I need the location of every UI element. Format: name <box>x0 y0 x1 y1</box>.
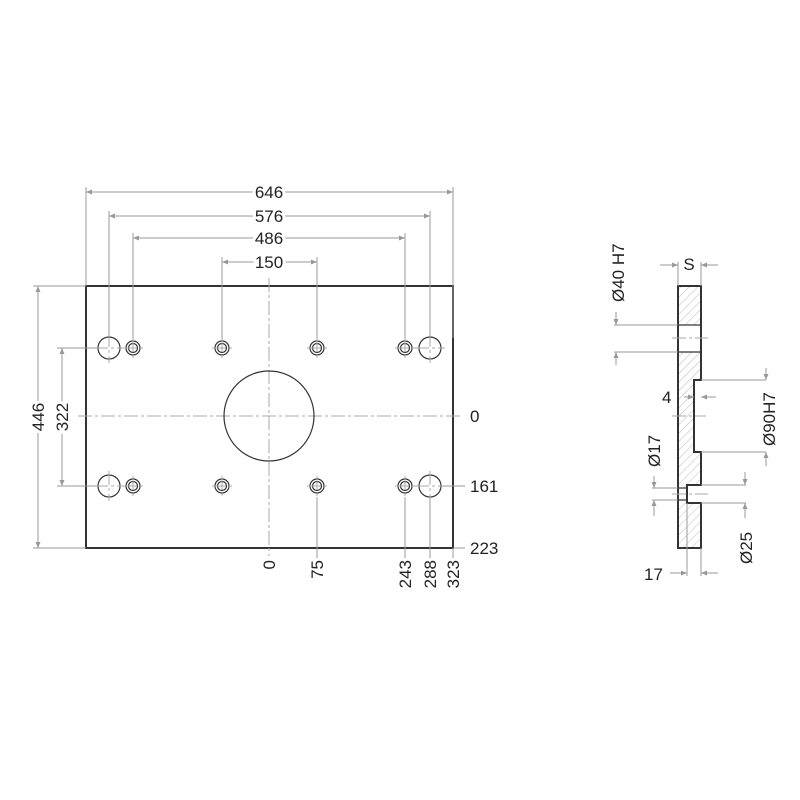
counterbore-depth-label: 17 <box>644 565 663 584</box>
arrowhead <box>672 262 678 268</box>
dim-322: 322 <box>53 403 72 431</box>
arrowhead <box>651 500 657 506</box>
x-coord-288: 288 <box>421 560 440 588</box>
front-view <box>33 187 465 558</box>
arrowhead <box>763 452 769 458</box>
dim-446: 446 <box>29 403 48 431</box>
arrowhead <box>35 286 41 292</box>
x-coord-323: 323 <box>444 560 463 588</box>
x-coord-75: 75 <box>308 560 327 579</box>
recess-depth-label: 4 <box>662 388 671 407</box>
dim-576: 576 <box>255 207 283 226</box>
dim-150: 150 <box>255 253 283 272</box>
arrowhead <box>688 394 694 400</box>
arrowhead <box>613 319 619 325</box>
arrowhead <box>424 213 430 219</box>
hole-17-label: Ø17 <box>645 435 664 467</box>
arrowhead <box>133 235 139 241</box>
bore-40-label: Ø40 H7 <box>609 243 628 302</box>
arrowhead <box>311 259 317 265</box>
dim-486: 486 <box>255 229 283 248</box>
y-coord-161: 161 <box>470 477 498 496</box>
arrowhead <box>701 570 707 576</box>
arrowhead <box>681 570 687 576</box>
arrowhead <box>222 259 228 265</box>
arrowhead <box>35 542 41 548</box>
arrowhead <box>613 352 619 358</box>
x-coord-243: 243 <box>396 560 415 588</box>
arrowhead <box>651 482 657 488</box>
arrowhead <box>742 503 748 509</box>
y-coord-223: 223 <box>470 539 498 558</box>
center-bore-circle <box>223 370 315 462</box>
arrowhead <box>399 235 405 241</box>
counterbore-25-label: Ø25 <box>737 532 756 564</box>
arrowhead <box>59 348 65 354</box>
thickness-label: S <box>683 255 694 274</box>
arrowhead <box>447 189 453 195</box>
x-coord-0: 0 <box>260 560 279 569</box>
arrowhead <box>701 394 707 400</box>
dim-646: 646 <box>255 183 283 202</box>
arrowhead <box>59 480 65 486</box>
arrowhead <box>701 262 707 268</box>
recess-90-label: Ø90H7 <box>760 392 779 446</box>
arrowhead <box>763 374 769 380</box>
counterbore-void <box>687 485 701 503</box>
arrowhead <box>109 213 115 219</box>
side-view <box>613 262 769 576</box>
arrowhead <box>86 189 92 195</box>
y-coord-0: 0 <box>470 407 479 426</box>
arrowhead <box>742 479 748 485</box>
